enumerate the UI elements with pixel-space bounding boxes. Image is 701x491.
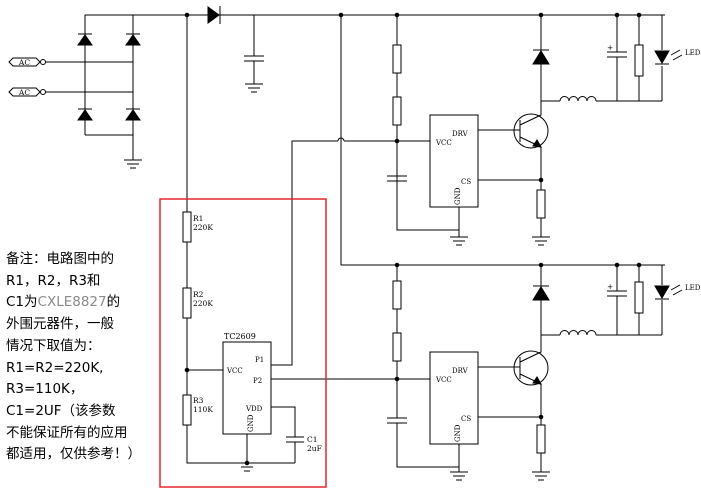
ac-label-2: AC	[18, 88, 30, 97]
driver-1-pin-gnd: GND	[454, 187, 462, 205]
led-2	[654, 285, 670, 299]
driver-1-pin-drv: DRV	[452, 130, 469, 138]
svg-text:+: +	[607, 43, 613, 52]
driver-ic-1	[429, 114, 479, 208]
led-2-label: LED	[685, 284, 701, 292]
part-number-highlight: CXLE8827	[37, 294, 107, 311]
driver-channel-1: DRV VCC CS GND + LED	[387, 12, 701, 246]
driver-ic-2	[429, 351, 479, 445]
r3-value: 110K	[193, 405, 213, 414]
resistor-r1: R1 220K	[182, 211, 213, 243]
r2-value: 220K	[193, 299, 213, 308]
bias-resistor-2a	[392, 280, 402, 310]
ac-label-1: AC	[18, 58, 30, 67]
inductor-1	[559, 96, 597, 102]
led-1-label: LED	[685, 49, 701, 57]
note-line-6: R1=R2=220K,	[6, 359, 104, 376]
driver-2-pin-gnd: GND	[454, 424, 462, 442]
svg-text:+: +	[607, 282, 613, 291]
controller-ref: TC2609	[224, 332, 256, 341]
note-line-3c: 的	[106, 294, 121, 311]
transistor-1	[513, 113, 549, 149]
controller-highlight-frame	[159, 198, 327, 488]
r2-ref: R2	[193, 290, 204, 299]
capacitor-c1: C1 2uF	[307, 435, 322, 453]
note-line-5: 情况下取值为：	[6, 337, 101, 354]
pin-vcc-controller: VCC	[226, 367, 243, 375]
note-line-8: C1=2UF（该参数	[6, 402, 116, 419]
driver-2-pin-cs: CS	[461, 415, 471, 423]
c1-ref: C1	[307, 435, 318, 444]
note-line-10: 都适用，仅供参考！）	[6, 446, 141, 463]
ac-input-2: AC	[8, 87, 46, 97]
rail-diode	[207, 6, 221, 24]
r3-ref: R3	[193, 396, 204, 405]
freewheel-diode-1	[532, 50, 550, 65]
r1-ref: R1	[193, 214, 203, 223]
transistor-2	[513, 350, 549, 386]
note-line-3: C1为CXLE8827的	[6, 292, 156, 314]
note-line-7: R3=110K，	[6, 381, 84, 398]
note-line-2: R1，R2，R3和	[6, 272, 101, 289]
output-resistor-1	[634, 44, 644, 77]
sense-resistor-2	[536, 424, 546, 454]
bias-resistor-1b	[392, 96, 402, 126]
ac-input-1: AC	[8, 57, 46, 67]
bulk-capacitor	[244, 15, 264, 93]
note-text: 备注：电路图中的 R1，R2，R3和 C1为CXLE8827的 外围元器件，一般…	[6, 249, 156, 466]
driver-2-pin-vcc: VCC	[435, 376, 452, 384]
led-1	[654, 50, 670, 64]
output-resistor-2	[634, 281, 644, 314]
controller-ic: TC2609 P1 P2 VCC VDD GND	[222, 332, 272, 435]
pin-gnd-controller: GND	[247, 414, 255, 432]
freewheel-diode-2	[532, 286, 550, 301]
pin-p2: P2	[253, 377, 262, 385]
pin-p1: P1	[255, 356, 264, 364]
pin-vdd: VDD	[245, 405, 263, 413]
driver-2-pin-drv: DRV	[452, 367, 469, 375]
note-line-4: 外围元器件，一般	[6, 316, 114, 333]
driver-1-pin-vcc: VCC	[435, 139, 452, 147]
driver-1-pin-cs: CS	[461, 178, 471, 186]
r1-value: 220K	[193, 223, 213, 232]
note-line-9: 不能保证所有的应用	[6, 424, 128, 441]
driver-channel-2: DRV VCC CS GND + LED	[387, 262, 701, 481]
inductor-2	[559, 330, 597, 336]
bias-resistor-1a	[392, 44, 402, 74]
resistor-r2: R2 220K	[182, 287, 213, 319]
bias-resistor-2b	[392, 332, 402, 362]
bridge-rectifier	[77, 14, 665, 169]
resistor-r3: R3 110K	[182, 394, 213, 426]
note-line-3a: C1为	[6, 294, 38, 311]
c1-value: 2uF	[307, 444, 322, 453]
note-line-1: 备注：电路图中的	[6, 251, 114, 267]
sense-resistor-1	[536, 189, 546, 219]
